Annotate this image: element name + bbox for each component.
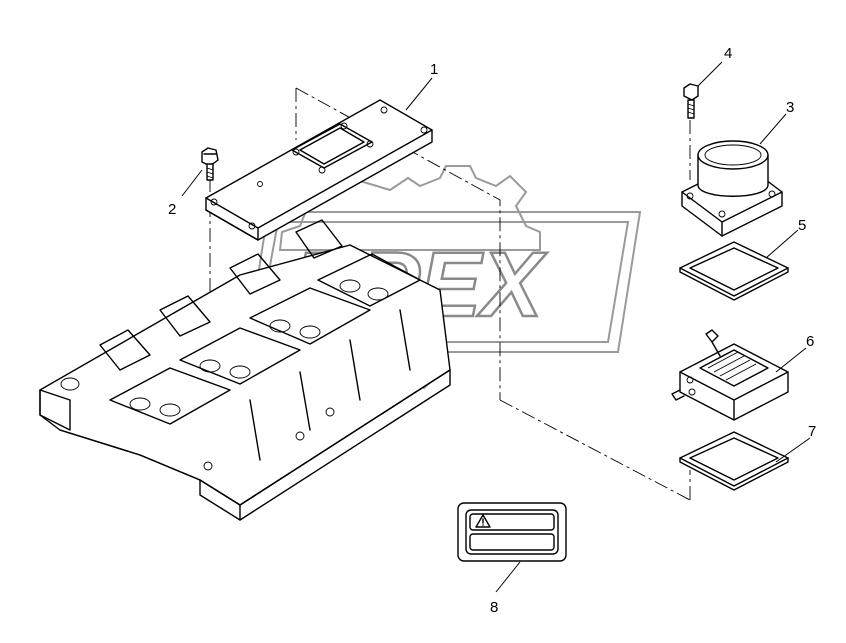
part-1-cover-plate: [205, 99, 433, 241]
part-4-bolt: [683, 83, 699, 119]
callout-6: 6: [806, 333, 814, 350]
callout-1: 1: [430, 61, 438, 78]
callout-2: 2: [168, 201, 176, 218]
warning-triangle-icon: [475, 514, 491, 528]
callout-3: 3: [786, 99, 794, 116]
part-5-gasket: [679, 241, 789, 301]
part-6-heater-unit: [671, 329, 789, 421]
part-3-housing: [681, 140, 783, 237]
callout-labels: 1 2 3 4 5 6 7 8: [168, 45, 816, 616]
cylinder-head-assembly: [39, 219, 451, 521]
part-7-gasket: [679, 431, 789, 491]
callout-7: 7: [808, 423, 816, 440]
callout-4: 4: [724, 45, 732, 62]
callout-5: 5: [798, 217, 806, 234]
part-2-bolt: [201, 147, 219, 181]
part-8-warning-label: [457, 502, 567, 562]
callout-leaders: [181, 61, 811, 593]
callout-8: 8: [490, 599, 498, 616]
